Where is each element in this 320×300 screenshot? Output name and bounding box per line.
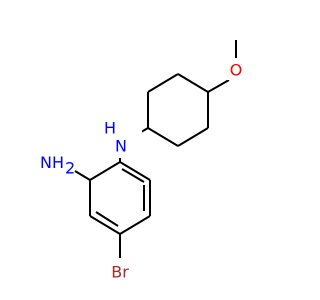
linker-h-atom: H bbox=[104, 119, 116, 138]
bond-cyclohexane-1 bbox=[177, 73, 209, 93]
amine-subscript: 2 bbox=[65, 159, 75, 178]
amine-n-h: NH bbox=[40, 153, 64, 172]
bond-c2-nh2 bbox=[74, 170, 91, 181]
bond-cyclohexane-5 bbox=[177, 127, 209, 147]
linker-n-atom: N bbox=[115, 137, 127, 156]
bond-benzene-6 bbox=[89, 161, 121, 181]
chemical-structure: O H N NH 2 Br bbox=[40, 40, 243, 282]
bond-o-c4 bbox=[207, 79, 230, 93]
amine-group: NH bbox=[40, 153, 64, 172]
oxygen-atom: O bbox=[230, 61, 243, 80]
bond-cyclohexane-4 bbox=[147, 127, 179, 147]
bond-benzene-3 bbox=[119, 215, 151, 235]
bond-benzene-double-3 bbox=[95, 211, 119, 227]
bond-cyclohexane-2 bbox=[147, 73, 179, 93]
bond-benzene-double-1 bbox=[121, 168, 145, 183]
bromine-atom: Br bbox=[111, 263, 129, 282]
bond-benzene-1 bbox=[119, 161, 151, 181]
bond-benzene-4 bbox=[89, 215, 121, 235]
